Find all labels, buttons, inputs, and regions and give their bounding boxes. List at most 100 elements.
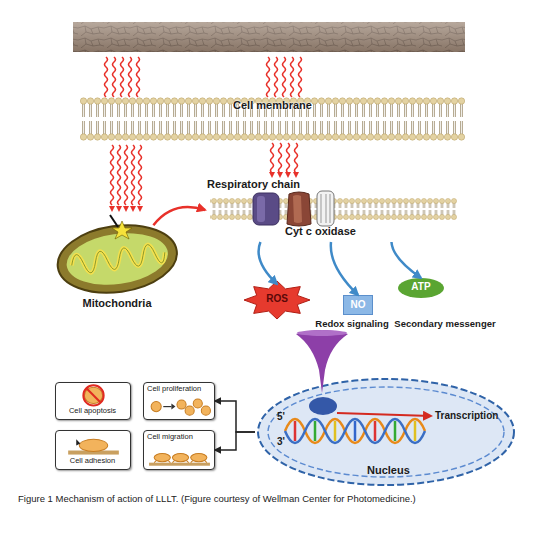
effect-box: Cell migration [143, 430, 215, 470]
respiratory-membrane-part [287, 192, 311, 226]
light-waves-part [137, 206, 143, 212]
proliferation-icon-part [201, 406, 210, 415]
apoptosis-icon-part [84, 387, 102, 403]
light-waves-part [125, 145, 128, 205]
ros-starburst-part [244, 281, 310, 319]
light-waves-part [285, 172, 291, 178]
ros-burst: ROS [243, 280, 311, 320]
skin-surface-part [73, 22, 465, 52]
light-waves-part [291, 57, 294, 97]
light-waves-part [113, 57, 116, 97]
node-label: Cell migration [147, 433, 213, 442]
node-label: NO [344, 299, 372, 311]
respiratory-membrane-part [326, 194, 327, 223]
connector-arrow [259, 242, 277, 284]
light-waves-part [121, 57, 124, 97]
node-label: Mitochondria [52, 297, 182, 310]
respiratory-membrane-part [321, 194, 322, 223]
light-waves-part [299, 57, 302, 97]
nucleus-drawing-part [295, 421, 415, 441]
respiratory-membrane-part [253, 193, 279, 225]
light-waves-part [137, 57, 140, 97]
nucleus-drawing-part [337, 413, 431, 416]
light-waves-part [109, 206, 115, 212]
node-label: Transcription [435, 410, 515, 422]
respiratory-membrane-part [257, 196, 265, 222]
proliferation-icon-part [177, 400, 186, 409]
respiratory-membrane-part [317, 191, 334, 226]
annotation-label: Secondary messenger [388, 319, 502, 330]
respiratory-membrane-part [293, 195, 302, 223]
proliferation-icon-part [193, 399, 202, 408]
apoptosis-icon-part [83, 385, 103, 405]
light-waves-part [111, 145, 114, 205]
proliferation-icon-part [151, 402, 161, 412]
node-label: Cell proliferation [147, 385, 213, 394]
proliferation-icon-part [171, 404, 175, 410]
node-label: ROS [243, 293, 311, 305]
bilayer-fill [80, 97, 465, 141]
connector-arrow [331, 242, 358, 295]
mitochondrion-drawing-part-part [53, 218, 181, 300]
migration-icon-part [154, 454, 170, 462]
effect-box: Cell proliferation [143, 382, 215, 420]
node-label: Cell adhesion [56, 457, 129, 466]
mitochondrion-drawing-part [110, 215, 118, 227]
node-label: Nucleus [367, 464, 427, 477]
node-label: Cell membrane [80, 99, 465, 112]
light-waves-part [132, 145, 135, 205]
respiratory-chain: Respiratory chainCyt c oxidase [205, 178, 457, 242]
node-label: Respiratory chain [207, 178, 337, 191]
node-label: 3' [277, 436, 297, 448]
light-waves-part [267, 57, 270, 97]
light-waves-part [139, 145, 142, 205]
respiratory-membrane-part [330, 194, 331, 223]
effect-box: Cell adhesion [55, 430, 131, 470]
light-waves-part [275, 57, 278, 97]
nucleus-drawing-part-part [354, 421, 357, 441]
node-label: Cell apoptosis [56, 407, 129, 416]
migration-icon-part [154, 461, 207, 463]
figure-caption: Figure 1 Mechanism of action of LLLT. (F… [18, 494, 533, 505]
light-waves-part [116, 206, 122, 212]
node-label: ATP [398, 281, 444, 293]
light-waves-part [130, 206, 136, 212]
nucleus-drawing-part-part [334, 421, 337, 441]
signal-funnel-part [297, 330, 347, 336]
nucleus: 5' Transcription 3' Nucleus [255, 376, 517, 488]
nucleus-drawing-part [309, 397, 337, 415]
light-waves-part [279, 143, 282, 173]
nucleus-drawing-part [258, 379, 514, 485]
adhesion-icon-part [76, 439, 80, 445]
nucleus-drawing-part-part [294, 421, 297, 441]
mitochondrion-drawing-part [53, 218, 181, 300]
mitochondrion: Mitochondria [52, 213, 182, 315]
light-waves-part [277, 172, 283, 178]
light-waves-part [271, 143, 274, 173]
mitochondrion-drawing-part-part [70, 242, 166, 275]
nucleus-drawing-part [268, 387, 504, 477]
adhesion-icon-part [79, 439, 107, 451]
connector-arrow [153, 207, 205, 225]
light-waves-part [105, 57, 108, 97]
apoptosis-icon-part [86, 388, 100, 402]
nucleus-drawing-part [285, 419, 425, 443]
light-waves-part [287, 143, 290, 173]
node-label: 5' [277, 411, 297, 423]
proliferation-icon-part [163, 406, 171, 407]
mitochondrion-drawing-part-part [70, 242, 166, 275]
nucleus-drawing-part-part [394, 421, 397, 441]
connector-arrow [391, 242, 421, 278]
migration-icon-part [191, 454, 207, 462]
annotation-label: Redox signaling [297, 319, 407, 330]
effect-box: Cell apoptosis [55, 382, 131, 420]
nucleus-drawing-part-part [314, 421, 317, 441]
nucleus-drawing-part [285, 419, 425, 443]
light-waves-part [123, 206, 129, 212]
nucleus-drawing-part-part [374, 421, 377, 441]
skin-surface-part [73, 22, 465, 52]
connector-arrow [215, 401, 255, 432]
light-waves-part [118, 145, 121, 205]
migration-icon-part [149, 463, 210, 466]
